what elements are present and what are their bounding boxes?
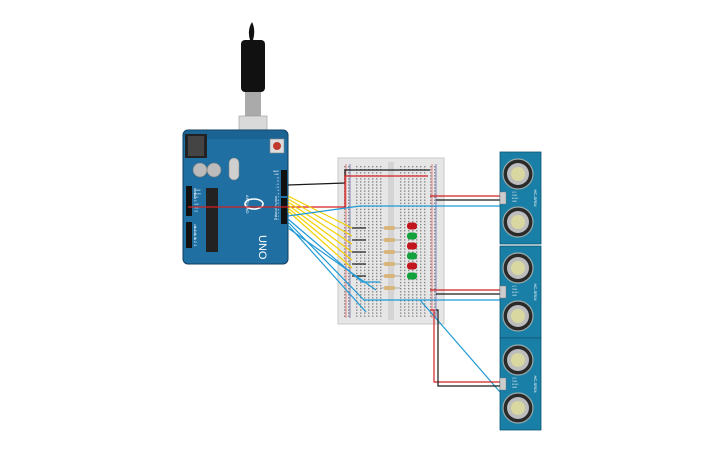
sensor-model-label: HC-SR04	[533, 189, 538, 207]
resistor	[384, 262, 395, 266]
resistor	[384, 238, 395, 242]
wire-led-5	[287, 207, 353, 261]
led-red	[407, 262, 417, 270]
sensor-pin-label: VCC	[512, 378, 517, 380]
sensor-pin-label: VCC	[512, 286, 517, 288]
resistor	[384, 286, 395, 290]
arduino-section-power: POWER	[193, 188, 197, 200]
pin-label: A4	[194, 240, 197, 243]
pin-label: AREF	[273, 170, 279, 173]
wire-echo-3	[419, 299, 501, 393]
pin-label: 8	[278, 193, 280, 195]
pin-label: A3	[194, 237, 197, 240]
sensor-pin-label: ECHO	[512, 384, 519, 386]
led-array	[407, 222, 417, 280]
breadboard-holes	[344, 166, 436, 317]
led-red	[407, 242, 417, 250]
pin-label: GND	[194, 204, 199, 206]
pin-label: GND	[274, 174, 279, 176]
pin-label: ~5	[277, 203, 280, 205]
pin-label: ~9	[277, 190, 280, 192]
wire-led-3	[287, 201, 353, 245]
pin-label: ~6	[277, 200, 280, 202]
wire-echo-1	[287, 218, 380, 283]
sensor-model-label: HC-SR04	[533, 283, 538, 301]
pin-label: TX 1	[274, 216, 279, 218]
usb-cable	[238, 22, 268, 137]
ultrasonic-sensors: HC-SR04VCCTRIGECHOGNDHC-SR04VCCTRIGECHOG…	[499, 151, 542, 431]
pin-label: ~3	[277, 209, 280, 211]
arduino-brand-label: UNO	[256, 235, 268, 260]
wire-led-2	[287, 198, 353, 237]
wire-sensor3-vcc	[430, 309, 500, 383]
pin-label: IOREF	[194, 190, 201, 192]
wire-echo-2	[287, 224, 367, 313]
resistor	[384, 226, 395, 230]
pin-label: VIN	[194, 211, 198, 213]
led-green	[407, 252, 417, 260]
pin-label: A2	[194, 233, 197, 236]
arduino-uno-board: UNO ARDUINO POWER ANALOG IN DIGITAL (PWM…	[182, 129, 289, 265]
resistor	[384, 250, 395, 254]
wire-trig-3	[287, 227, 377, 291]
sensor-pin-label: TRIG	[512, 195, 518, 197]
pin-label: 12	[277, 181, 280, 183]
wire-led-6	[287, 210, 353, 269]
wire-5v	[188, 175, 428, 208]
led-green	[407, 272, 417, 280]
wire-trig-1	[287, 205, 500, 217]
sensor-pin-label: TRIG	[512, 381, 518, 383]
wire-trig-2	[287, 221, 500, 301]
sensor-pin-label: ECHO	[512, 292, 519, 294]
pin-label: GND	[194, 208, 199, 210]
pin-label: 3.3V	[194, 197, 199, 199]
pin-label: ~10	[275, 187, 279, 189]
pin-label: RESET	[194, 194, 202, 196]
resistor	[384, 274, 395, 278]
arduino-subtitle-label: ARDUINO	[245, 195, 250, 213]
arduino-section-digital: DIGITAL (PWM~)	[274, 196, 278, 219]
pin-label: 13	[277, 177, 280, 179]
wires	[188, 169, 501, 393]
led-green	[407, 232, 417, 240]
sensor-pin-label: GND	[512, 295, 517, 297]
pin-label: 2	[278, 213, 280, 215]
wire-sensor3-gnd	[436, 309, 500, 387]
sensor-model-label: HC-SR04	[533, 375, 538, 393]
sensor-pin-label: GND	[512, 201, 517, 203]
pin-label: ~11	[275, 184, 279, 186]
sensor-pin-label: TRIG	[512, 289, 518, 291]
pin-label: A0	[194, 226, 197, 229]
wire-led-4	[287, 204, 353, 253]
led-red	[407, 222, 417, 230]
sensor-pin-label: VCC	[512, 192, 517, 194]
sensor-pin-label: GND	[512, 387, 517, 389]
resistor-array	[380, 226, 400, 290]
pin-label: 5V	[194, 201, 197, 203]
pin-label: 7	[278, 197, 280, 199]
pin-label: RX 0	[274, 219, 280, 221]
sensor-pin-label: ECHO	[512, 198, 519, 200]
arduino-section-analog: ANALOG IN	[193, 224, 197, 240]
pin-label: A1	[194, 230, 197, 233]
pin-label: A5	[194, 244, 197, 247]
